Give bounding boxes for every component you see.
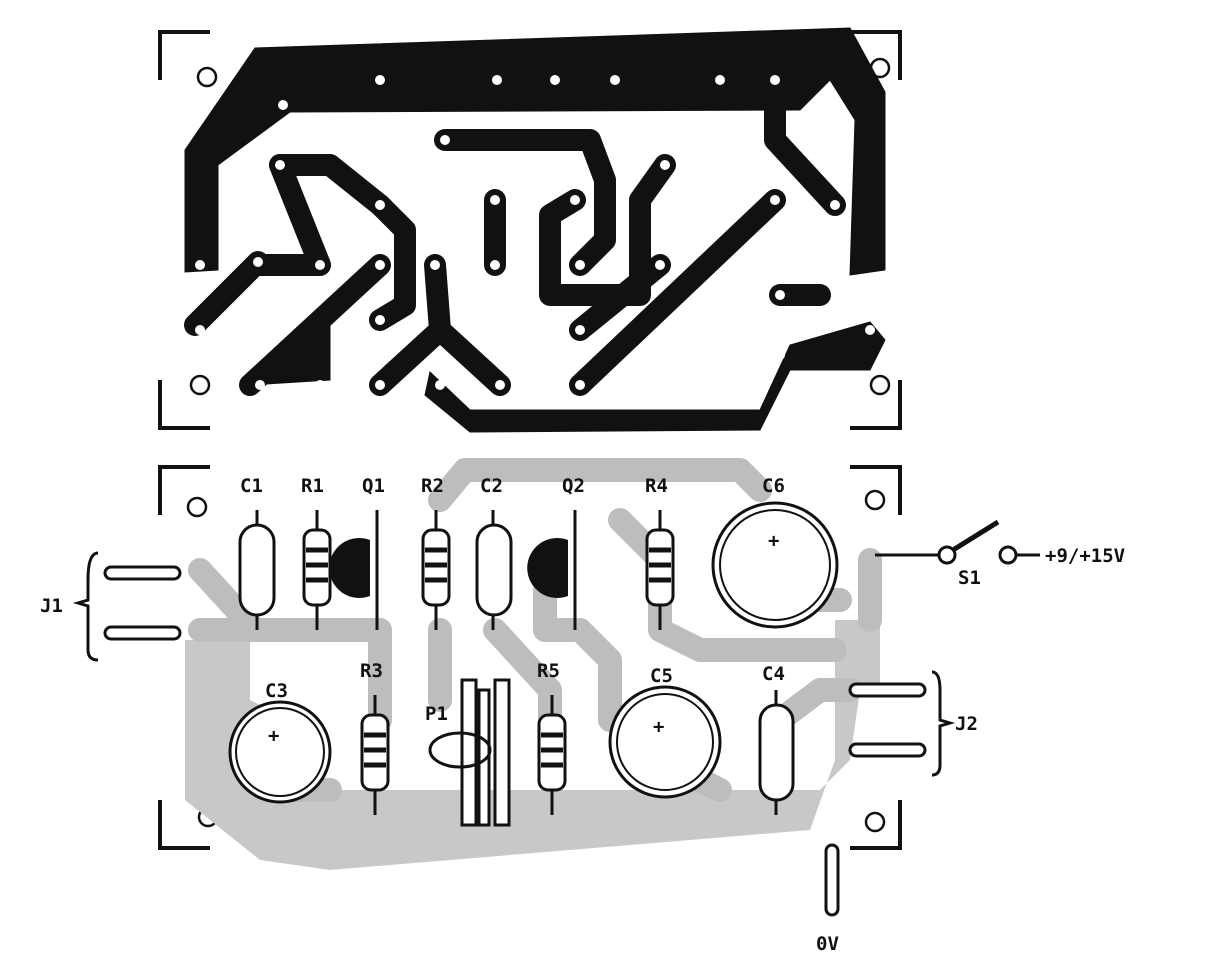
label-r1: R1 [301,475,324,497]
potentiometer-P1 [428,678,511,827]
transistor-Q2 [527,510,577,630]
corner-marks [158,30,902,430]
polarity-mark: + [653,716,664,738]
component-layout: + + + C1 R1 Q1 R2 [40,458,1125,955]
label-r5: R5 [537,660,560,682]
component-labels: C1 R1 Q1 R2 C2 Q2 R4 C6 C3 R3 P1 R5 C5 C… [40,475,1125,955]
corner-marks [158,465,902,850]
polarity-mark: + [268,725,279,747]
capacitor-C5: + [608,685,722,799]
trace [539,154,676,306]
ground-trace-shading [185,620,880,870]
trace [369,254,511,396]
ground-plane-trace [184,27,886,276]
trace [188,558,392,732]
label-c3: C3 [265,680,288,702]
mounting-hole [186,496,208,518]
switch-S1[interactable] [875,519,1040,565]
label-supply-voltage: +9/+15V [1045,545,1125,567]
ground-wire [824,843,840,917]
transistor-Q1 [329,510,379,630]
trace [249,154,331,276]
label-r2: R2 [421,475,444,497]
trace [434,129,616,276]
label-c1: C1 [240,475,263,497]
resistor-R3 [360,695,390,815]
connector-J1 [72,551,182,662]
capacitor-C4 [758,690,795,815]
trace [269,154,416,331]
label-r3: R3 [360,660,383,682]
trace [428,458,772,512]
label-c4: C4 [762,663,785,685]
mounting-hole [864,489,886,511]
trace [569,254,671,341]
label-q2: Q2 [562,475,585,497]
capacitor-C6: + [711,501,839,629]
bottom-trace [424,321,886,433]
label-c2: C2 [480,475,503,497]
trace [428,618,622,732]
capacitor-C2 [475,510,513,630]
connector-J2 [848,670,956,777]
resistor-R4 [645,510,675,630]
trace [764,69,846,216]
label-ground: 0V [816,933,839,955]
resistor-R5 [537,695,567,815]
label-r4: R4 [645,475,668,497]
trace [569,189,786,396]
capacitor-C1 [238,510,276,630]
copper-layout [158,27,902,433]
resistor-R1 [302,510,332,630]
mounting-hole [196,66,218,88]
mounting-hole [189,374,211,396]
label-j1: J1 [40,595,63,617]
label-j2: J2 [955,713,978,735]
label-p1: P1 [425,703,448,725]
solder-pads [195,75,875,390]
label-c6: C6 [762,475,785,497]
trace [184,251,269,336]
mounting-hole [869,374,891,396]
label-s1: S1 [958,567,981,589]
mounting-hole [864,811,886,833]
trace [239,254,391,396]
resistor-R2 [421,510,451,630]
label-q1: Q1 [362,475,385,497]
label-c5: C5 [650,665,673,687]
capacitor-C3: + [228,700,332,804]
polarity-mark: + [768,530,779,552]
